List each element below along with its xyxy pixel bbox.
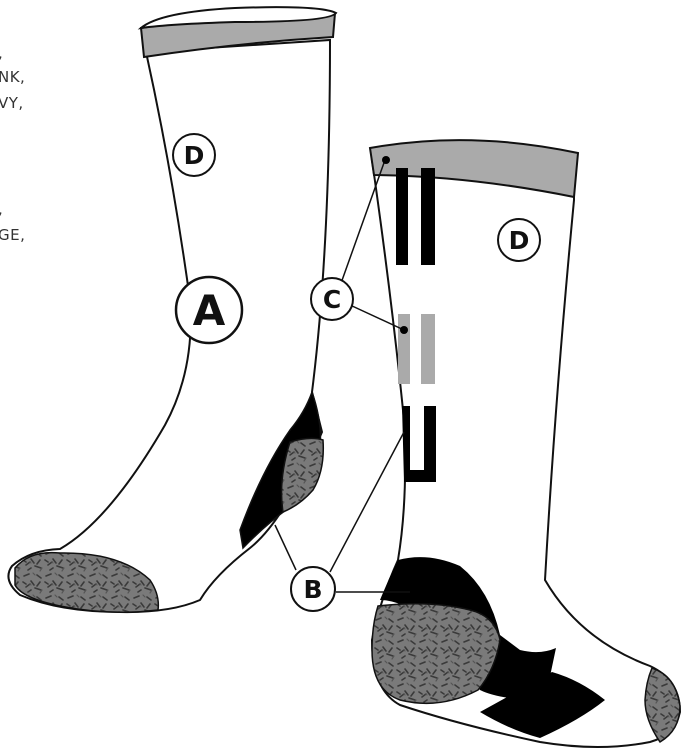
left-sock-body [8,40,330,612]
leader-c-to-cuff [340,160,385,286]
callout-d-left-label: D [184,141,205,170]
leader-b-to-left-heel [275,525,296,570]
callout-b-label: B [303,575,322,604]
callout-a: A [176,277,242,343]
callout-a-label: A [193,286,226,335]
right-stripe-dark-2 [421,168,435,265]
callout-c-label: C [323,285,341,314]
callout-c: C [311,278,353,320]
right-stripe-gray-2 [421,314,435,384]
left-heel-speckle [282,438,324,512]
leader-dot-cuff [382,156,390,164]
callout-d-left: D [173,134,215,176]
right-stripe-gray-1 [398,314,410,384]
left-sock [8,7,336,612]
right-stripe-dark-1 [396,168,408,265]
leader-dot-gray [400,326,408,334]
leader-b-to-right-stripe [330,432,404,572]
callout-d-right-label: D [509,226,530,255]
callout-d-right: D [498,219,540,261]
callout-b: B [291,567,335,611]
